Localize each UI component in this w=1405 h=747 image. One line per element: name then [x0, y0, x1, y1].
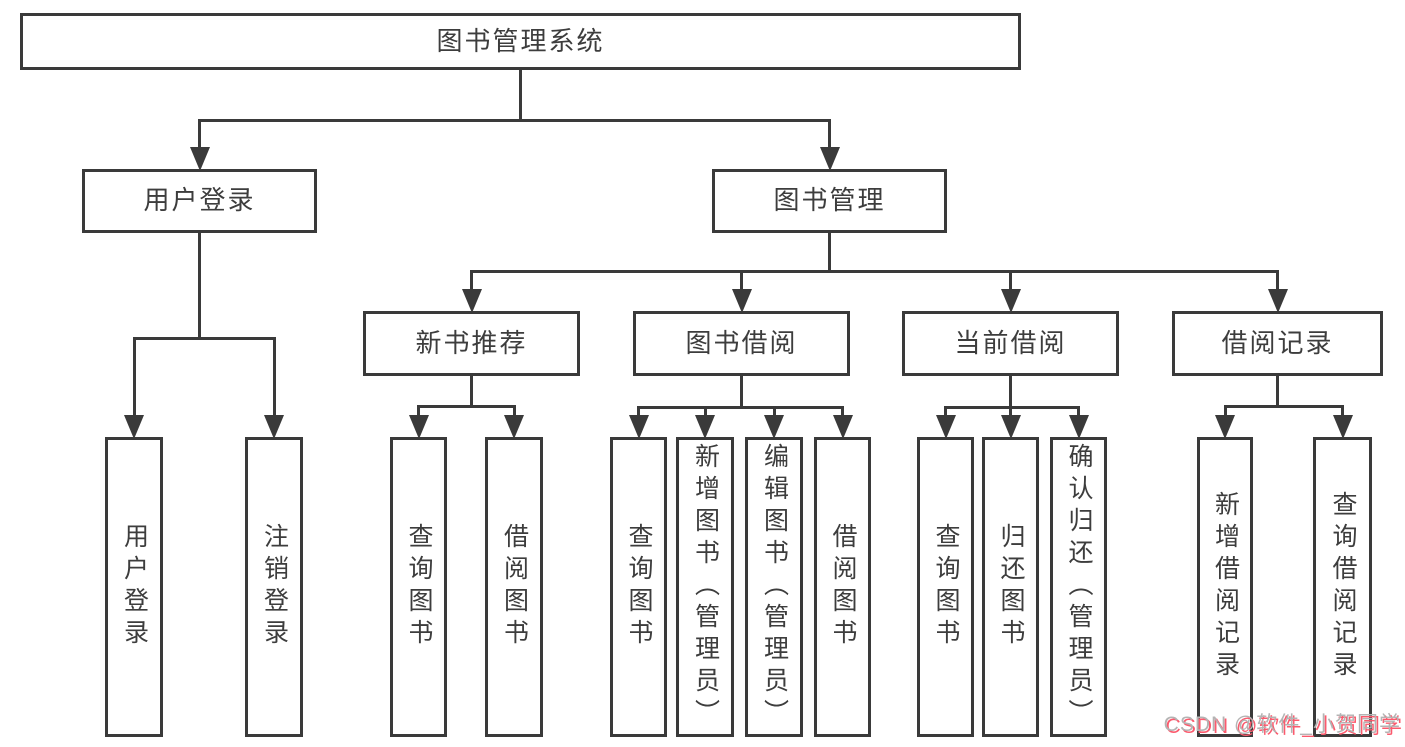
node-label-leaf-logout: 注销登录	[260, 523, 289, 651]
connector-line	[1276, 376, 1279, 408]
node-new-book-rec: 新书推荐	[363, 311, 580, 376]
connector-line	[1009, 270, 1012, 293]
connector-arrowhead	[1267, 289, 1288, 313]
connector-line	[512, 405, 516, 419]
node-user-login-branch: 用户登录	[82, 169, 317, 233]
node-label-leaf-confirm-return: 确认归还（管理员）	[1065, 443, 1093, 731]
connector-line	[1223, 405, 1344, 408]
node-leaf-query-books-1: 查询图书	[390, 437, 447, 737]
connector-line	[519, 70, 522, 122]
connector-arrowhead	[832, 415, 853, 439]
connector-line	[740, 376, 743, 409]
node-label-root: 图书管理系统	[436, 25, 605, 56]
connector-arrowhead	[1000, 415, 1021, 439]
node-book-borrow: 图书借阅	[633, 311, 850, 376]
node-label-leaf-user-login: 用户登录	[120, 523, 149, 651]
node-label-book-borrow: 图书借阅	[685, 327, 798, 358]
node-label-new-book-rec: 新书推荐	[415, 327, 528, 358]
node-label-leaf-return-books: 归还图书	[997, 523, 1025, 651]
node-label-leaf-borrow-books-1: 借阅图书	[500, 523, 529, 651]
node-label-leaf-add-books: 新增图书（管理员）	[691, 443, 720, 731]
node-leaf-edit-books: 编辑图书（管理员）	[745, 437, 803, 737]
node-leaf-query-borrow-record: 查询借阅记录	[1313, 437, 1372, 737]
connector-line	[470, 270, 1279, 273]
connector-line	[470, 376, 473, 408]
node-label-leaf-query-books-2: 查询图书	[625, 523, 653, 651]
node-leaf-borrow-books-2: 借阅图书	[814, 437, 871, 737]
connector-line	[417, 405, 516, 408]
connector-line	[772, 406, 776, 419]
node-leaf-add-books: 新增图书（管理员）	[676, 437, 734, 737]
connector-arrowhead	[731, 289, 752, 313]
connector-arrowhead	[1068, 415, 1089, 439]
connector-line	[703, 406, 707, 419]
connector-line	[198, 119, 831, 122]
connector-line	[1223, 405, 1227, 419]
node-borrow-records: 借阅记录	[1172, 311, 1383, 376]
connector-arrowhead	[124, 415, 144, 439]
connector-line	[1077, 406, 1080, 419]
node-label-current-borrow: 当前借阅	[954, 327, 1067, 358]
node-label-leaf-query-books-1: 查询图书	[405, 523, 433, 651]
connector-line	[1009, 376, 1012, 409]
connector-line	[944, 406, 947, 419]
node-leaf-logout: 注销登录	[245, 437, 303, 737]
node-label-leaf-add-borrow-record: 新增借阅记录	[1211, 491, 1240, 683]
connector-arrowhead	[819, 147, 840, 171]
connector-line	[740, 270, 743, 293]
connector-line	[132, 337, 276, 340]
connector-line	[470, 270, 473, 293]
node-leaf-confirm-return: 确认归还（管理员）	[1050, 437, 1107, 737]
connector-arrowhead	[408, 415, 429, 439]
watermark: CSDN @软件_小贺同学	[1163, 713, 1401, 736]
node-label-leaf-edit-books: 编辑图书（管理员）	[760, 443, 789, 731]
connector-line	[1276, 270, 1279, 293]
connector-line	[944, 406, 1080, 409]
connector-arrowhead	[461, 289, 482, 313]
node-leaf-user-login: 用户登录	[105, 437, 163, 737]
connector-arrowhead	[935, 415, 956, 439]
connector-arrowhead	[504, 415, 524, 439]
connector-arrowhead	[189, 147, 210, 171]
node-leaf-borrow-books-1: 借阅图书	[485, 437, 543, 737]
connector-arrowhead	[695, 415, 715, 439]
node-label-user-login-branch: 用户登录	[143, 185, 256, 216]
node-leaf-query-books-3: 查询图书	[917, 437, 974, 737]
node-label-borrow-records: 借阅记录	[1221, 327, 1334, 358]
connector-line	[1009, 406, 1012, 419]
connector-line	[637, 406, 844, 409]
node-leaf-add-borrow-record: 新增借阅记录	[1197, 437, 1253, 737]
connector-line	[417, 405, 420, 419]
node-leaf-return-books: 归还图书	[982, 437, 1039, 737]
connector-line	[637, 406, 640, 419]
node-book-mgmt: 图书管理	[712, 169, 947, 233]
connector-arrowhead	[1000, 289, 1021, 313]
node-label-leaf-borrow-books-2: 借阅图书	[829, 523, 857, 651]
connector-line	[198, 119, 201, 151]
connector-line	[132, 337, 136, 419]
connector-arrowhead	[764, 415, 784, 439]
connector-line	[828, 233, 831, 273]
node-root: 图书管理系统	[20, 13, 1021, 70]
node-label-leaf-query-books-3: 查询图书	[932, 523, 960, 651]
connector-arrowhead	[1215, 415, 1235, 439]
node-current-borrow: 当前借阅	[902, 311, 1119, 376]
connector-arrowhead	[1332, 415, 1353, 439]
connector-line	[828, 119, 831, 151]
connector-line	[1341, 405, 1344, 419]
node-leaf-query-books-2: 查询图书	[610, 437, 667, 737]
connector-line	[841, 406, 844, 419]
connector-line	[198, 233, 201, 340]
node-label-leaf-query-borrow-record: 查询借阅记录	[1329, 491, 1357, 683]
connector-arrowhead	[264, 415, 284, 439]
connector-arrowhead	[628, 415, 649, 439]
connector-line	[272, 337, 276, 419]
node-label-book-mgmt: 图书管理	[773, 185, 886, 216]
